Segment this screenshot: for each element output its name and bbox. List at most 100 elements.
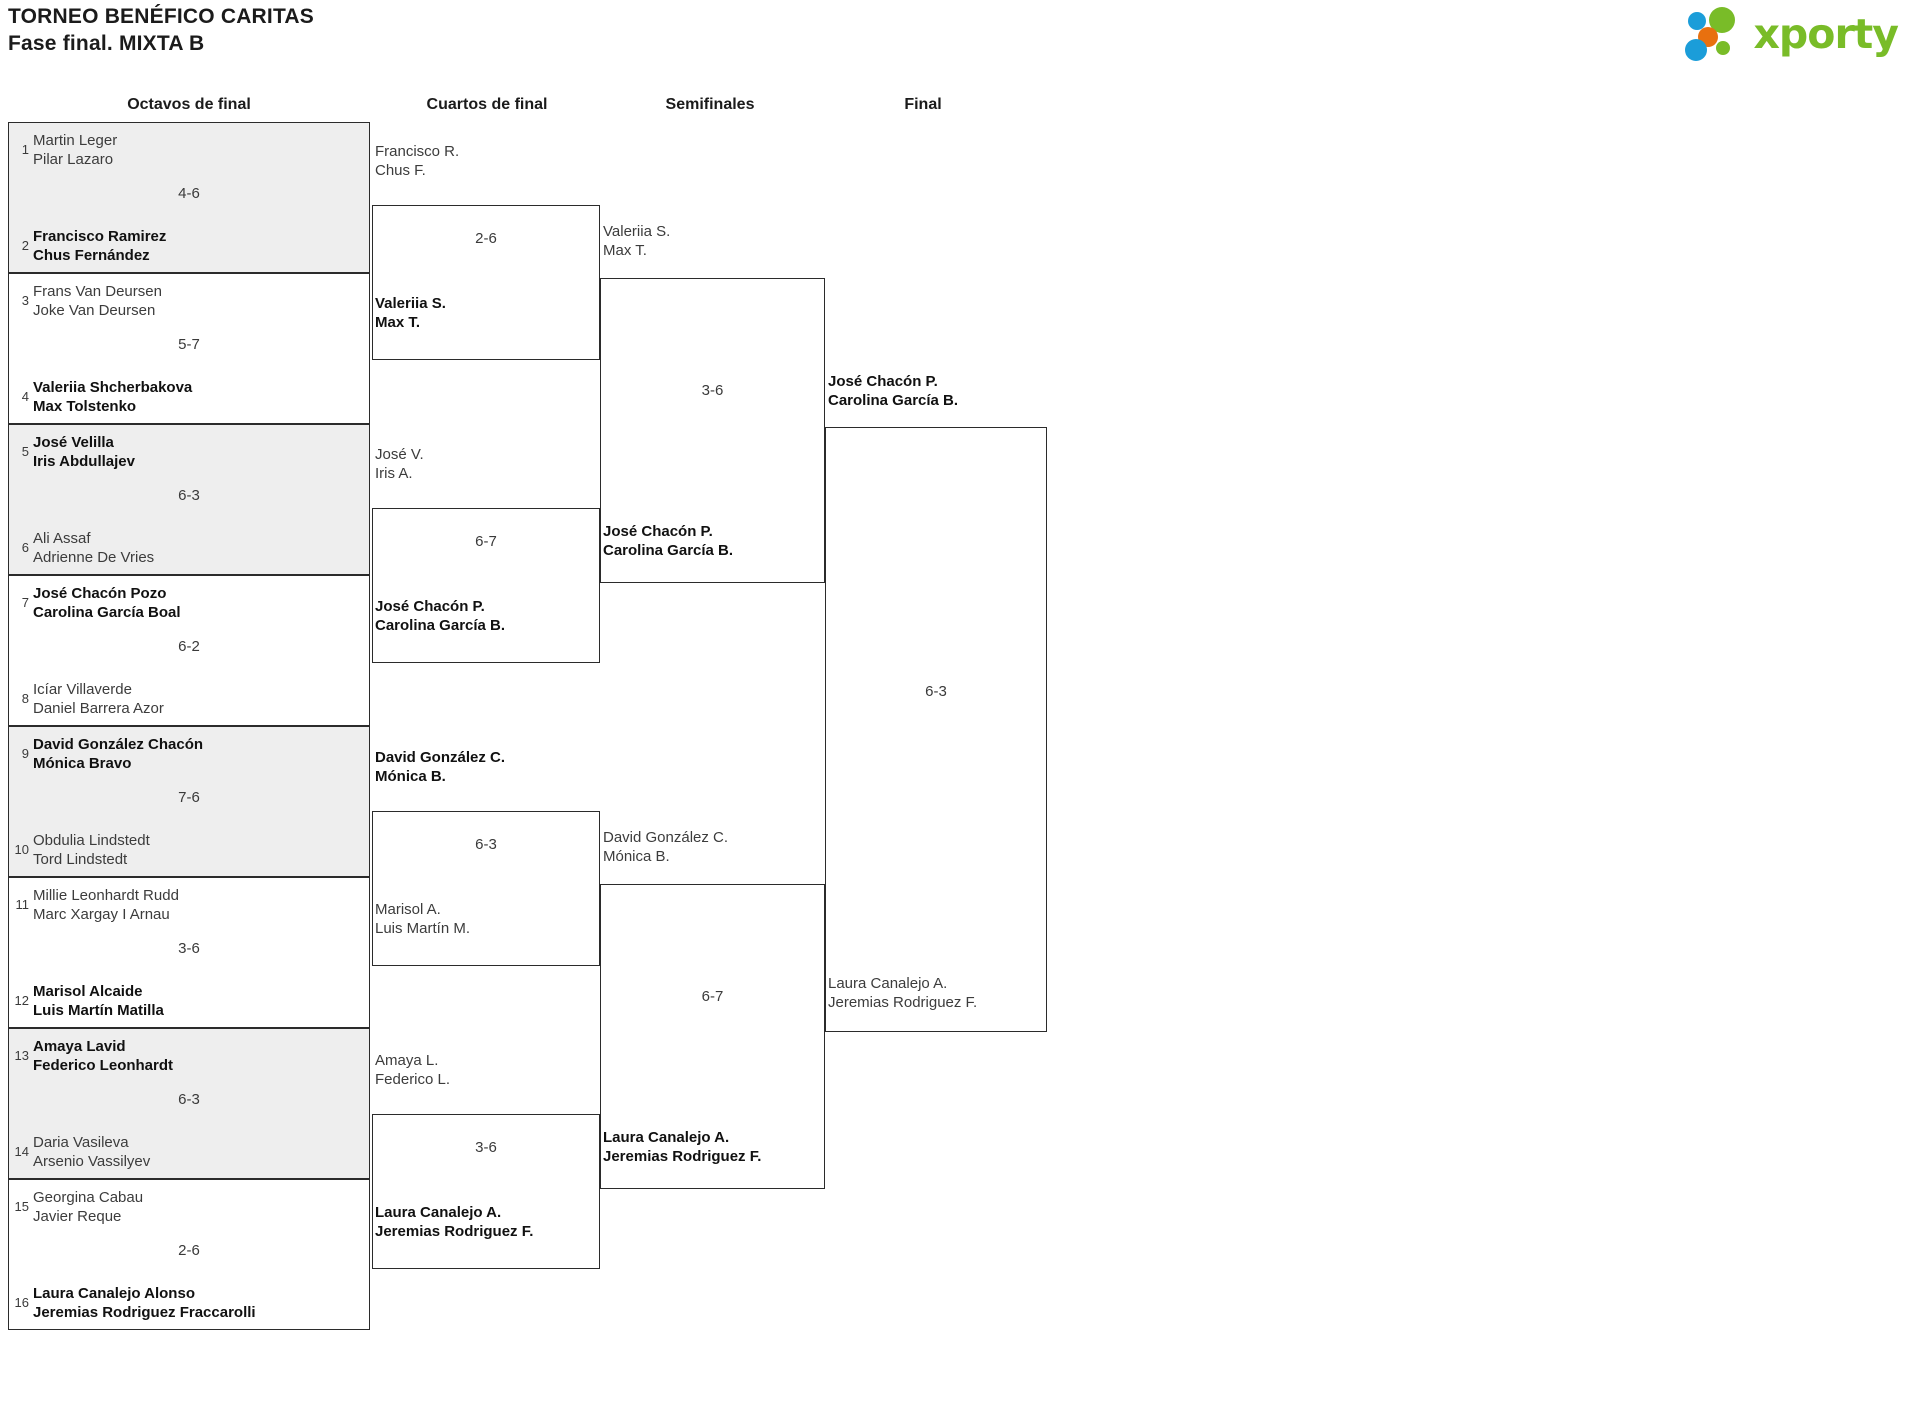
- octavos-match-3[interactable]: 5 José Velilla Iris Abdullajev 6-3 6 Ali…: [8, 424, 370, 575]
- player-1: Valeriia Shcherbakova: [33, 379, 193, 396]
- octavos-match-8[interactable]: 15 Georgina Cabau Javier Reque 2-6 16 La…: [8, 1179, 370, 1330]
- octavos-match-2-top-team[interactable]: 3 Frans Van Deursen Joke Van Deursen: [9, 280, 369, 320]
- cuartos-match-4-bottom-team[interactable]: Laura Canalejo A. Jeremias Rodriguez F.: [375, 1203, 533, 1241]
- seed-number: 14: [14, 1144, 29, 1159]
- octavos-match-3-top-team[interactable]: 5 José Velilla Iris Abdullajev: [9, 431, 369, 471]
- octavos-match-1-top-team[interactable]: 1 Martin Leger Pilar Lazaro: [9, 129, 369, 169]
- seed-number: 8: [21, 691, 29, 706]
- player-1: Obdulia Lindstedt: [33, 832, 150, 849]
- octavos-match-2[interactable]: 3 Frans Van Deursen Joke Van Deursen 5-7…: [8, 273, 370, 424]
- cuartos-match-1-top-team[interactable]: Francisco R. Chus F.: [375, 142, 459, 180]
- player-2: Mónica Bravo: [33, 755, 132, 772]
- final-match-top-team[interactable]: José Chacón P. Carolina García B.: [828, 372, 958, 410]
- player-2: Jeremias Rodriguez F.: [375, 1223, 534, 1240]
- player-2: Daniel Barrera Azor: [33, 700, 164, 717]
- semis-match-2-top-team[interactable]: David González C. Mónica B.: [603, 828, 728, 866]
- octavos-match-5-bottom-team[interactable]: 10 Obdulia Lindstedt Tord Lindstedt: [9, 829, 369, 869]
- team-names: Millie Leonhardt Rudd Marc Xargay I Arna…: [33, 884, 369, 924]
- final-match-connector: [825, 427, 1047, 1032]
- player-2: Tord Lindstedt: [33, 851, 128, 868]
- seed-number: 7: [21, 595, 29, 610]
- seed-number: 4: [21, 389, 29, 404]
- semis-match-2-bottom-team[interactable]: Laura Canalejo A. Jeremias Rodriguez F.: [603, 1128, 761, 1166]
- round-label-octavos: Octavos de final: [127, 96, 251, 113]
- player-1: Ali Assaf: [33, 530, 91, 547]
- team-names: Marisol Alcaide Luis Martín Matilla: [33, 980, 369, 1020]
- round-label-semifinales: Semifinales: [665, 96, 755, 113]
- team-names: David González Chacón Mónica Bravo: [33, 733, 369, 773]
- player-2: Carolina García B.: [603, 542, 734, 559]
- player-1: José Chacón P.: [375, 598, 485, 615]
- semis-match-1-score: 3-6: [701, 382, 724, 399]
- player-1: Valeriia S.: [603, 223, 671, 240]
- player-1: José Velilla: [33, 434, 114, 451]
- semis-match-1-top-team[interactable]: Valeriia S. Max T.: [603, 222, 670, 260]
- player-1: Frans Van Deursen: [33, 283, 162, 300]
- player-1: José Chacón Pozo: [33, 585, 167, 602]
- player-1: Amaya L.: [375, 1052, 439, 1069]
- final-match-bottom-team[interactable]: Laura Canalejo A. Jeremias Rodriguez F.: [828, 974, 977, 1012]
- seed-number: 10: [14, 842, 29, 857]
- player-2: Carolina García Boal: [33, 604, 181, 621]
- player-1: Laura Canalejo A.: [375, 1204, 502, 1221]
- octavos-match-8-bottom-team[interactable]: 16 Laura Canalejo Alonso Jeremias Rodrig…: [9, 1282, 369, 1322]
- team-names: José Chacón Pozo Carolina García Boal: [33, 582, 369, 622]
- cuartos-match-1-bottom-team[interactable]: Valeriia S. Max T.: [375, 294, 446, 332]
- player-1: Daria Vasileva: [33, 1134, 129, 1151]
- player-2: Iris A.: [375, 465, 413, 482]
- cuartos-match-1-score: 2-6: [475, 230, 497, 247]
- octavos-match-6-score: 3-6: [178, 940, 200, 957]
- player-2: Federico L.: [375, 1071, 451, 1088]
- player-1: Millie Leonhardt Rudd: [33, 887, 179, 904]
- cuartos-match-2-top-team[interactable]: José V. Iris A.: [375, 445, 424, 483]
- octavos-match-2-bottom-team[interactable]: 4 Valeriia Shcherbakova Max Tolstenko: [9, 376, 369, 416]
- octavos-match-4[interactable]: 7 José Chacón Pozo Carolina García Boal …: [8, 575, 370, 726]
- octavos-match-4-bottom-team[interactable]: 8 Icíar Villaverde Daniel Barrera Azor: [9, 678, 369, 718]
- player-2: Luis Martín M.: [375, 920, 471, 937]
- octavos-match-6-top-team[interactable]: 11 Millie Leonhardt Rudd Marc Xargay I A…: [9, 884, 369, 924]
- player-2: Pilar Lazaro: [33, 151, 114, 168]
- octavos-match-3-bottom-team[interactable]: 6 Ali Assaf Adrienne De Vries: [9, 527, 369, 567]
- octavos-match-7[interactable]: 13 Amaya Lavid Federico Leonhardt 6-3 14…: [8, 1028, 370, 1179]
- octavos-match-5-top-team[interactable]: 9 David González Chacón Mónica Bravo: [9, 733, 369, 773]
- cuartos-match-4-top-team[interactable]: Amaya L. Federico L.: [375, 1051, 450, 1089]
- player-1: Laura Canalejo A.: [603, 1129, 730, 1146]
- seed-number: 12: [14, 993, 29, 1008]
- seed-number: 1: [21, 142, 29, 157]
- team-names: Ali Assaf Adrienne De Vries: [33, 527, 369, 567]
- player-2: Adrienne De Vries: [33, 549, 155, 566]
- octavos-match-6[interactable]: 11 Millie Leonhardt Rudd Marc Xargay I A…: [8, 877, 370, 1028]
- player-2: Mónica B.: [375, 768, 446, 785]
- octavos-match-5[interactable]: 9 David González Chacón Mónica Bravo 7-6…: [8, 726, 370, 877]
- seed-number: 15: [14, 1199, 29, 1214]
- octavos-match-4-top-team[interactable]: 7 José Chacón Pozo Carolina García Boal: [9, 582, 369, 622]
- player-2: Luis Martín Matilla: [33, 1002, 164, 1019]
- seed-number: 5: [21, 444, 29, 459]
- octavos-match-7-top-team[interactable]: 13 Amaya Lavid Federico Leonhardt: [9, 1035, 369, 1075]
- semis-match-1-bottom-team[interactable]: José Chacón P. Carolina García B.: [603, 522, 733, 560]
- xporty-logo[interactable]: xporty: [1681, 6, 1899, 62]
- player-2: Chus F.: [375, 162, 426, 179]
- cuartos-match-3-top-team[interactable]: David González C. Mónica B.: [375, 748, 505, 786]
- cuartos-match-3-bottom-team[interactable]: Marisol A. Luis Martín M.: [375, 900, 470, 938]
- cuartos-match-4-connector: [372, 1114, 600, 1269]
- team-names: Martin Leger Pilar Lazaro: [33, 129, 369, 169]
- final-match-score: 6-3: [925, 683, 947, 700]
- player-2: Chus Fernández: [33, 247, 150, 264]
- player-1: David González C.: [603, 829, 729, 846]
- cuartos-match-2-bottom-team[interactable]: José Chacón P. Carolina García B.: [375, 597, 505, 635]
- tournament-title: TORNEO BENÉFICO CARITAS: [8, 5, 315, 28]
- player-2: Joke Van Deursen: [33, 302, 156, 319]
- octavos-match-8-top-team[interactable]: 15 Georgina Cabau Javier Reque: [9, 1186, 369, 1226]
- seed-number: 13: [14, 1048, 29, 1063]
- player-2: Mónica B.: [603, 848, 670, 865]
- octavos-match-7-bottom-team[interactable]: 14 Daria Vasileva Arsenio Vassilyev: [9, 1131, 369, 1171]
- team-names: Frans Van Deursen Joke Van Deursen: [33, 280, 369, 320]
- octavos-match-1-bottom-team[interactable]: 2 Francisco Ramirez Chus Fernández: [9, 225, 369, 265]
- octavos-match-6-bottom-team[interactable]: 12 Marisol Alcaide Luis Martín Matilla: [9, 980, 369, 1020]
- team-names: Laura Canalejo Alonso Jeremias Rodriguez…: [33, 1282, 369, 1322]
- octavos-match-1[interactable]: 1 Martin Leger Pilar Lazaro 4-6 2 Franci…: [8, 122, 370, 273]
- player-2: Marc Xargay I Arnau: [33, 906, 170, 923]
- seed-number: 3: [21, 293, 29, 308]
